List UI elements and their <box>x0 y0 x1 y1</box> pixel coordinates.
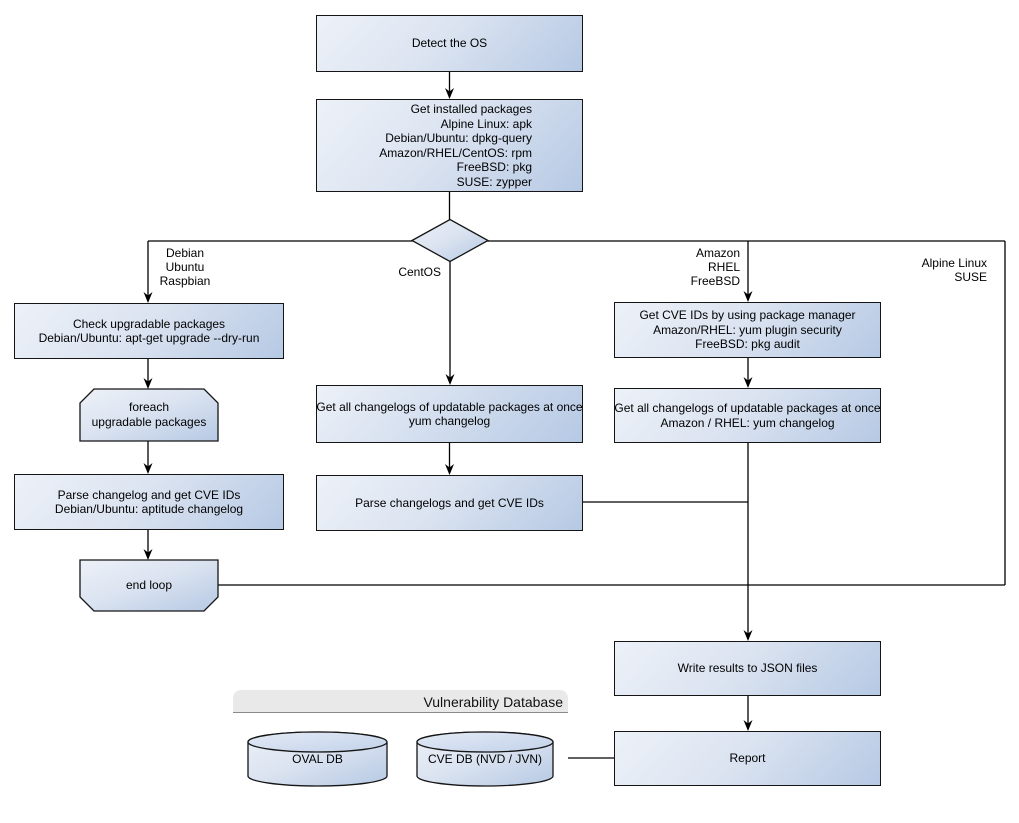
node-get-changelogs-amazon: Get all changelogs of updatable packages… <box>614 388 881 443</box>
oval-db-cylinder <box>247 731 388 787</box>
node-label: Parse changelogs and get CVE IDs <box>355 495 544 510</box>
decision-diamond <box>410 218 490 263</box>
arrowhead <box>445 88 454 99</box>
foreach-loop-shape <box>79 388 219 442</box>
node-label: Get all changelogs of updatable packages… <box>614 401 881 430</box>
arrowhead <box>743 630 753 641</box>
node-get-installed-packages: Get installed packages Alpine Linux: apk… <box>316 99 583 192</box>
arrowhead <box>445 464 454 475</box>
node-parse-changelogs-centos: Parse changelogs and get CVE IDs <box>316 475 583 531</box>
vulnerability-database-title: Vulnerability Database <box>233 690 568 713</box>
node-label: Check upgradable packages Debian/Ubuntu:… <box>38 316 260 346</box>
branch-label-debian: Debian Ubuntu Raspbian <box>159 246 211 288</box>
arrowhead <box>143 292 153 303</box>
arrowhead <box>743 720 753 731</box>
node-report: Report <box>614 731 881 786</box>
node-label: Parse changelog and get CVE IDs Debian/U… <box>54 487 244 517</box>
end-loop-shape <box>79 559 219 612</box>
end-loop-label: end loop <box>125 578 173 592</box>
node-get-changelogs-centos: Get all changelogs of updatable packages… <box>316 385 583 443</box>
arrowhead <box>743 377 753 388</box>
cve-db-cylinder <box>416 731 554 787</box>
node-write-results-json: Write results to JSON files <box>614 641 881 696</box>
arrowhead <box>143 463 153 474</box>
node-label: Get CVE IDs by using package manager Ama… <box>639 308 856 352</box>
branch-label-centos: CentOS <box>398 265 441 279</box>
arrowhead <box>143 549 153 560</box>
node-parse-changelog-debian: Parse changelog and get CVE IDs Debian/U… <box>14 474 284 530</box>
arrowheads <box>143 88 753 731</box>
oval-db-label: OVAL DB <box>292 752 343 766</box>
node-label: Detect the OS <box>411 36 488 51</box>
arrowhead <box>743 291 753 302</box>
node-label: Get all changelogs of updatable packages… <box>316 399 583 429</box>
node-get-cve-ids-package-manager: Get CVE IDs by using package manager Ama… <box>614 302 881 358</box>
branch-label-amazon: Amazon RHEL FreeBSD <box>690 246 740 288</box>
node-check-upgradable-packages: Check upgradable packages Debian/Ubuntu:… <box>14 303 284 359</box>
branch-label-alpine: Alpine Linux SUSE <box>921 256 987 284</box>
cve-db-label: CVE DB (NVD / JVN) <box>427 752 542 766</box>
arrowhead <box>143 378 153 389</box>
node-label: Report <box>729 751 766 766</box>
node-label: Write results to JSON files <box>677 661 818 676</box>
foreach-loop-label: foreach upgradable packages <box>91 400 207 429</box>
arrowhead <box>445 374 455 385</box>
node-label: Get installed packages Alpine Linux: apk… <box>379 102 532 189</box>
node-detect-os: Detect the OS <box>316 15 583 72</box>
